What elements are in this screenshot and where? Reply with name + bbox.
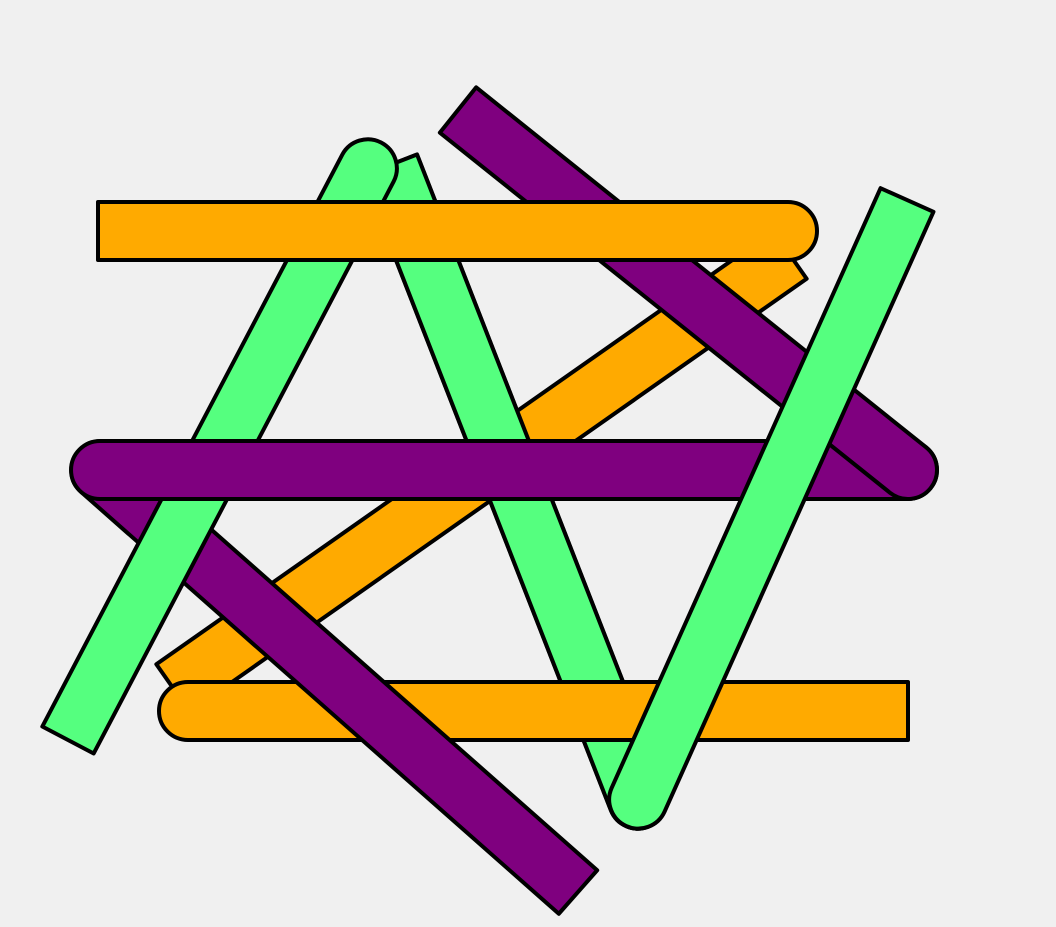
sticks-layer — [40, 85, 940, 916]
stick-orange-top[interactable] — [96, 200, 819, 262]
stick-green-right-long[interactable] — [607, 186, 936, 831]
stick-orange-bottom[interactable] — [157, 680, 910, 742]
